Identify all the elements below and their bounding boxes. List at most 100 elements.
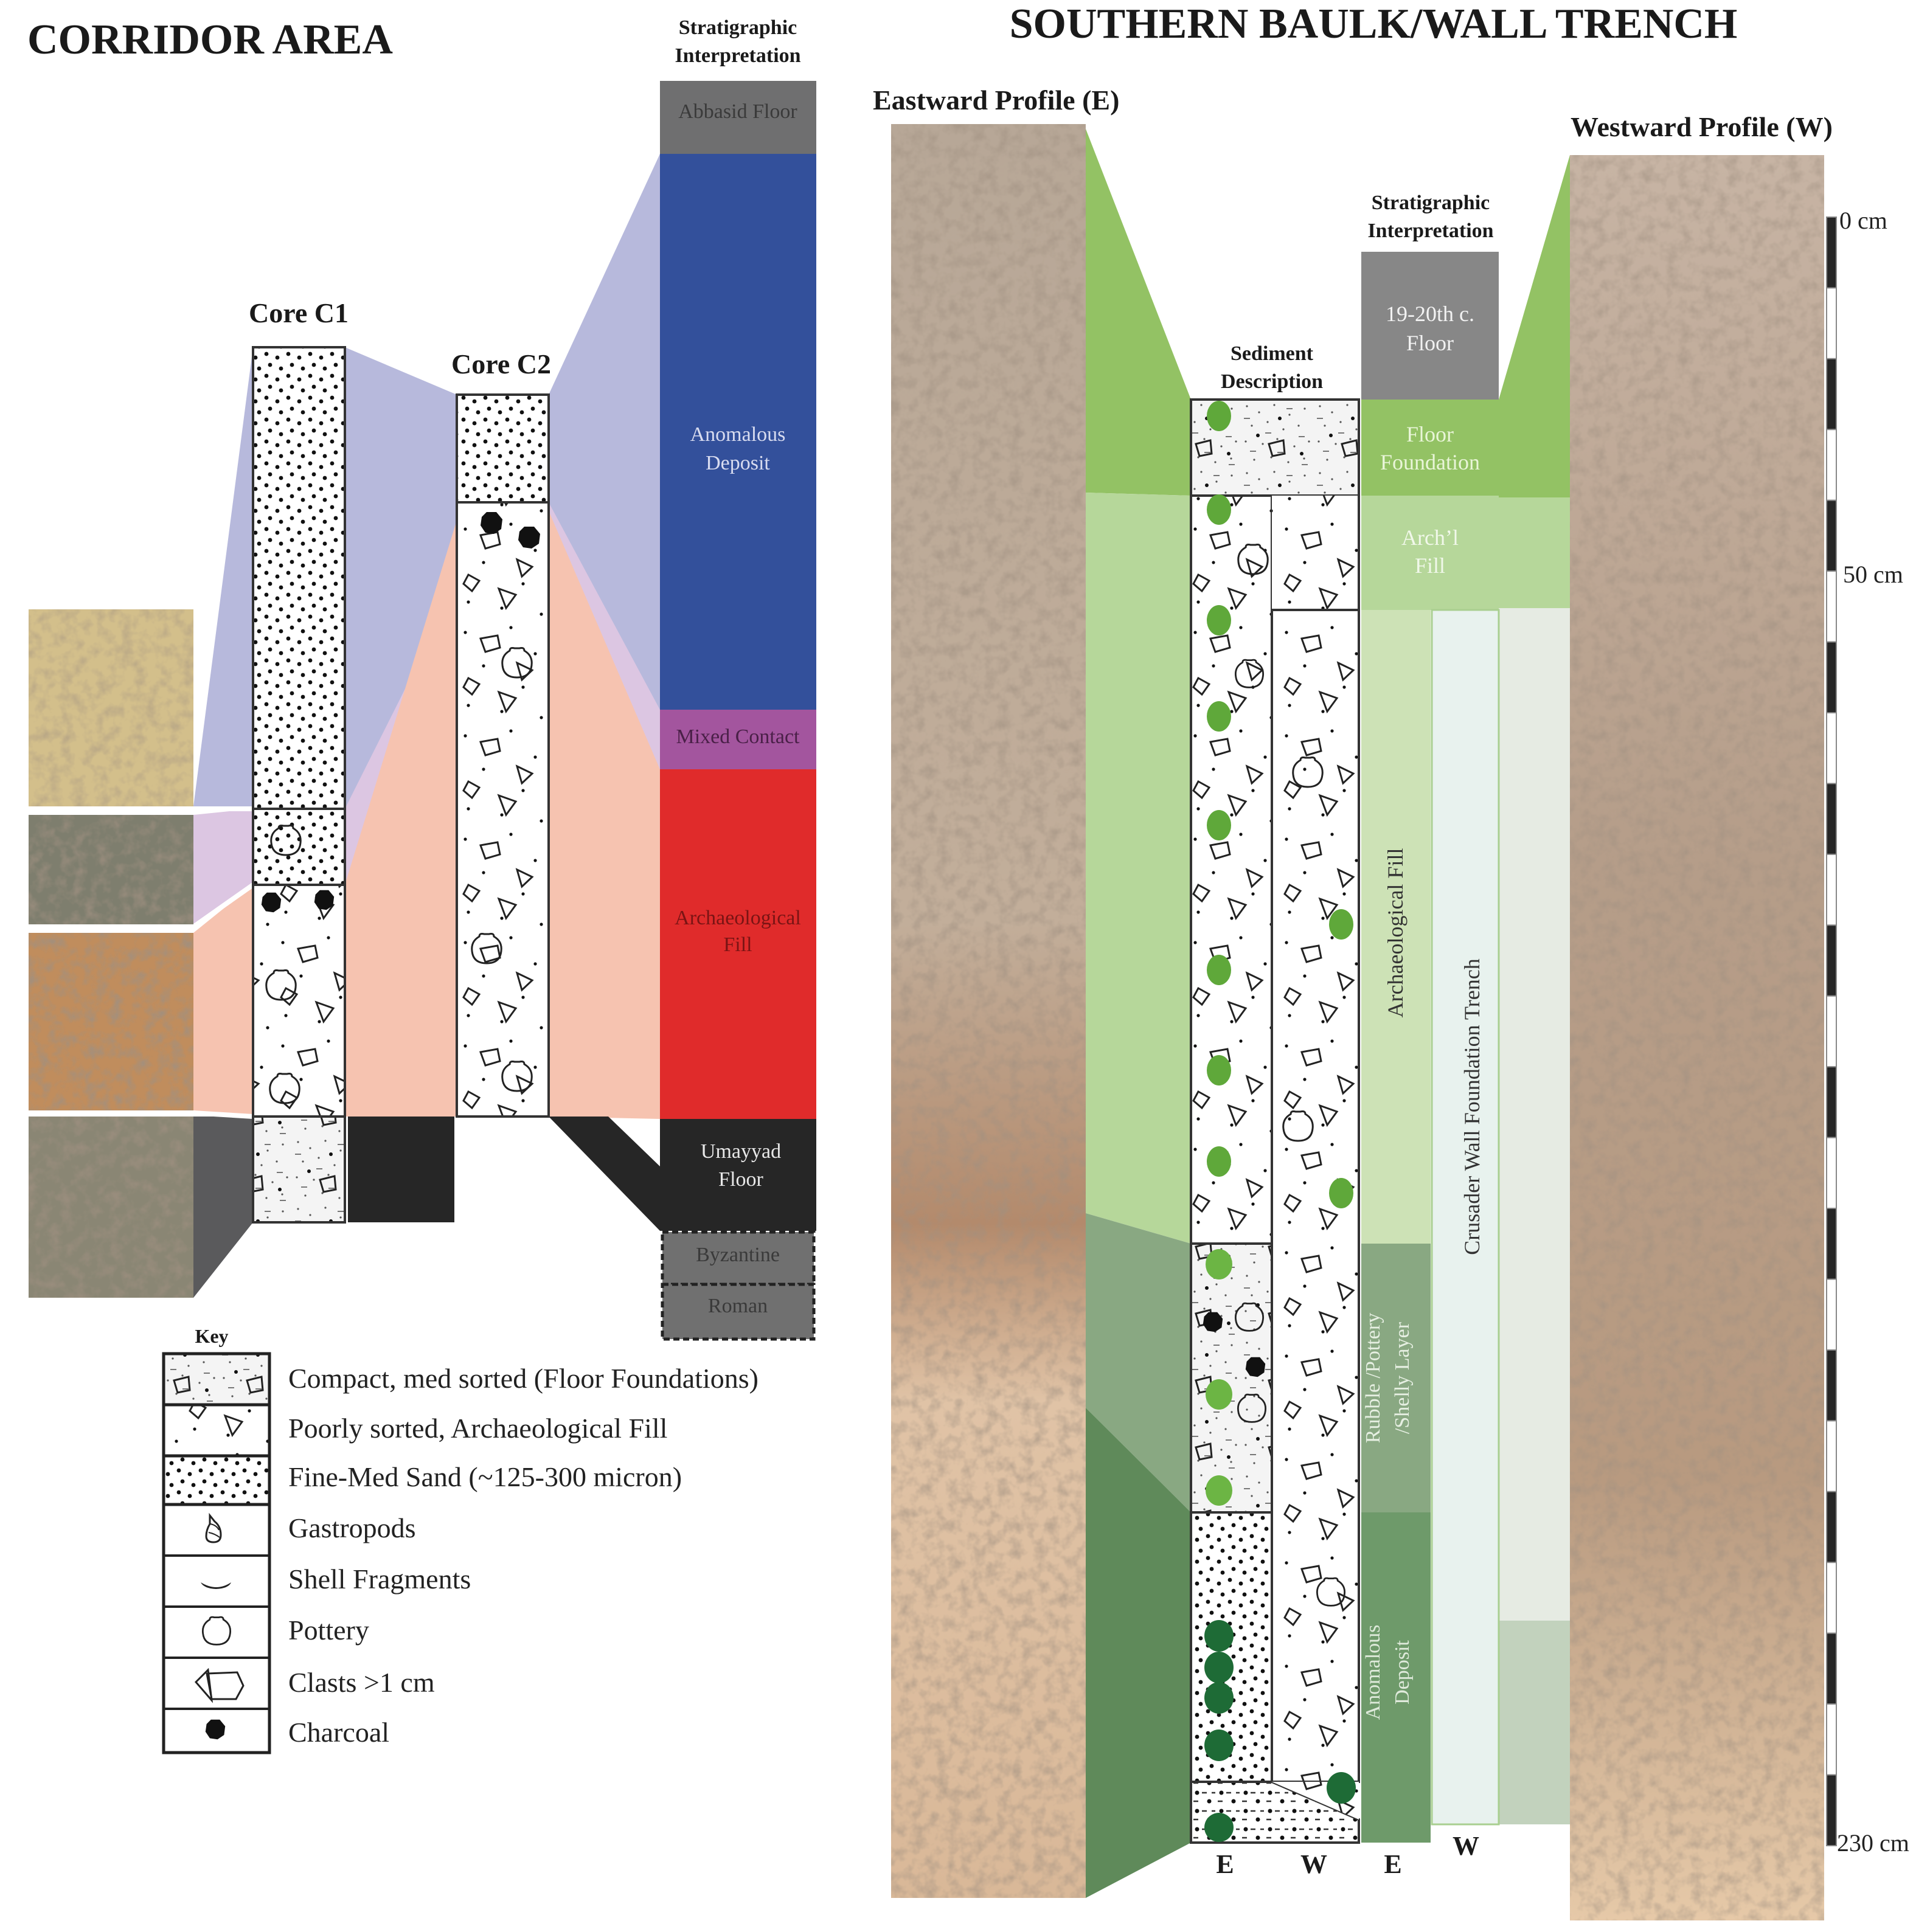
strat-unit-archaeological-fill-e: [1361, 610, 1431, 1244]
strat-unit-19-20th-floor: [1361, 252, 1499, 400]
key-item-shell-fragments: Shell Fragments: [288, 1563, 471, 1594]
trench-strat-header-line2: Interpretation: [1367, 220, 1493, 242]
scale-label-50cm: 50 cm: [1843, 561, 1903, 588]
strat-unit-anomalous-deposit: [660, 154, 816, 710]
key-item-sand: Fine-Med Sand (~125-300 micron): [288, 1461, 682, 1492]
scale-segment: [1826, 1349, 1837, 1422]
strat-unit-archl-fill-label-1: Arch’l: [1401, 525, 1459, 550]
strat-unit-archl-fill-label-2: Fill: [1415, 553, 1445, 578]
strat-unit-anomalous-label-1: Anomalous: [1362, 1625, 1384, 1720]
scale-segment: [1826, 1420, 1837, 1492]
trench-title: SOUTHERN BAULK/WALL TRENCH: [1010, 1, 1738, 47]
clasts-icon: [194, 1667, 245, 1703]
strat-unit-umayyad-label-2: Floor: [718, 1168, 763, 1191]
strat-unit-anomalous-label-1: Anomalous: [690, 423, 786, 446]
strat-unit-19-20th-label-2: Floor: [1406, 331, 1454, 355]
scale-segment: [1826, 1137, 1837, 1210]
strat-unit-archaeological-fill-label: Archaeological Fill: [1383, 848, 1408, 1018]
scale-segment: [1826, 712, 1837, 784]
key-item-compact: Compact, med sorted (Floor Foundations): [288, 1363, 758, 1394]
corridor-title: CORRIDOR AREA: [27, 16, 393, 63]
scale-segment: [1826, 358, 1837, 431]
strat-unit-byzantine-label: Byzantine: [696, 1244, 780, 1266]
strat-unit-rubble-layer: [1361, 1244, 1431, 1512]
scale-segment: [1826, 853, 1837, 926]
strat-unit-archl-fill: [1361, 496, 1499, 610]
west-profile-label: Westward Profile (W): [1571, 111, 1833, 142]
col-label-e-sediment: E: [1216, 1849, 1234, 1879]
corridor-strat-header-line2: Interpretation: [675, 44, 800, 67]
scale-segment: [1826, 641, 1837, 714]
strat-unit-fill-label-2: Fill: [723, 933, 752, 956]
scale-segment: [1826, 429, 1837, 501]
strat-unit-archaeological-fill: [660, 769, 816, 1119]
col-label-w-sediment: W: [1300, 1849, 1327, 1879]
find-markers: [1203, 401, 1356, 1842]
corridor-correlation-bands: [192, 154, 660, 1298]
key-item-gastropods: Gastropods: [288, 1512, 416, 1543]
col-label-w-strat: W: [1453, 1831, 1479, 1861]
key-legend: Key Compact, med sorted (Floor Foundatio…: [162, 1325, 758, 1754]
scale-segment: [1826, 1208, 1837, 1280]
scale-segment: [1826, 1562, 1837, 1634]
strat-unit-rubble-label-1: Rubble /Pottery: [1362, 1313, 1384, 1443]
strat-unit-mixed-contact: [660, 710, 816, 769]
scale-segment: [1826, 1774, 1837, 1846]
strat-unit-anomalous-label-2: Deposit: [706, 452, 770, 474]
strat-unit-floor-foundation: [1361, 400, 1499, 496]
col-label-e-strat: E: [1384, 1849, 1401, 1879]
core-c2-label: Core C2: [451, 348, 551, 379]
depth-scale-bar: [1826, 216, 1837, 1846]
strat-unit-roman-label: Roman: [708, 1295, 768, 1317]
core-c1-column: [252, 346, 346, 1224]
strat-unit-anomalous-deposit-e: [1361, 1512, 1431, 1843]
sediment-header-line2: Description: [1221, 370, 1323, 393]
strat-unit-rubble-label-2: /Shelly Layer: [1391, 1321, 1414, 1434]
corridor-strat-header-line1: Stratigraphic: [679, 16, 797, 39]
scale-segment: [1826, 1066, 1837, 1138]
core-c2-column: [456, 393, 550, 1118]
scale-segment: [1826, 995, 1837, 1068]
scale-label-0cm: 0 cm: [1839, 207, 1887, 234]
scale-segment: [1826, 1278, 1837, 1351]
scale-segment: [1826, 1632, 1837, 1705]
east-profile-photo: [891, 124, 1086, 1898]
strat-unit-mixed-label: Mixed Contact: [676, 725, 800, 748]
corridor-strat-column: Abbasid Floor Anomalous Deposit Mixed Co…: [660, 81, 816, 1341]
scale-segment: [1826, 216, 1837, 289]
west-correlation-bands: [1499, 155, 1570, 1824]
scale-segment: [1826, 1491, 1837, 1563]
key-item-poorly-sorted: Poorly sorted, Archaeological Fill: [288, 1413, 667, 1444]
trench-strat-header-line1: Stratigraphic: [1372, 192, 1490, 214]
sediment-header-line1: Sediment: [1231, 342, 1314, 365]
strat-unit-floor-foundation-label-2: Foundation: [1380, 450, 1480, 474]
scale-segment: [1826, 499, 1837, 572]
east-profile-label: Eastward Profile (E): [873, 85, 1119, 116]
east-correlation-bands: [1086, 129, 1191, 1898]
scale-segment: [1826, 570, 1837, 643]
scale-segment: [1826, 783, 1837, 855]
strat-unit-anomalous-label-2: Deposit: [1391, 1640, 1414, 1705]
key-item-charcoal: Charcoal: [288, 1717, 389, 1748]
scale-segment: [1826, 1703, 1837, 1776]
key-title: Key: [195, 1325, 228, 1347]
strat-unit-19-20th-label-1: 19-20th c.: [1386, 302, 1474, 326]
strat-unit-abbasid-label: Abbasid Floor: [678, 100, 797, 123]
core-c1-label: Core C1: [249, 297, 349, 328]
strat-unit-fill-label-1: Archaeological: [675, 907, 801, 929]
gastropod-icon: [205, 1512, 222, 1543]
strat-unit-byzantine: [661, 1230, 816, 1286]
scale-label-230cm: 230 cm: [1837, 1829, 1909, 1857]
shell-fragment-icon: [201, 1582, 231, 1589]
strat-unit-abbasid-floor: [660, 81, 816, 154]
strat-unit-floor-foundation-label-1: Floor: [1406, 422, 1454, 446]
core-photos: [29, 609, 193, 1298]
crusader-trench-band: [1431, 609, 1500, 1826]
scale-segment: [1826, 287, 1837, 359]
key-item-pottery: Pottery: [288, 1615, 369, 1646]
strat-unit-umayyad-floor: [660, 1119, 816, 1231]
west-profile-photo: [1570, 155, 1824, 1920]
crusader-trench-label: Crusader Wall Foundation Trench: [1460, 958, 1484, 1255]
strat-unit-roman: [661, 1283, 816, 1341]
